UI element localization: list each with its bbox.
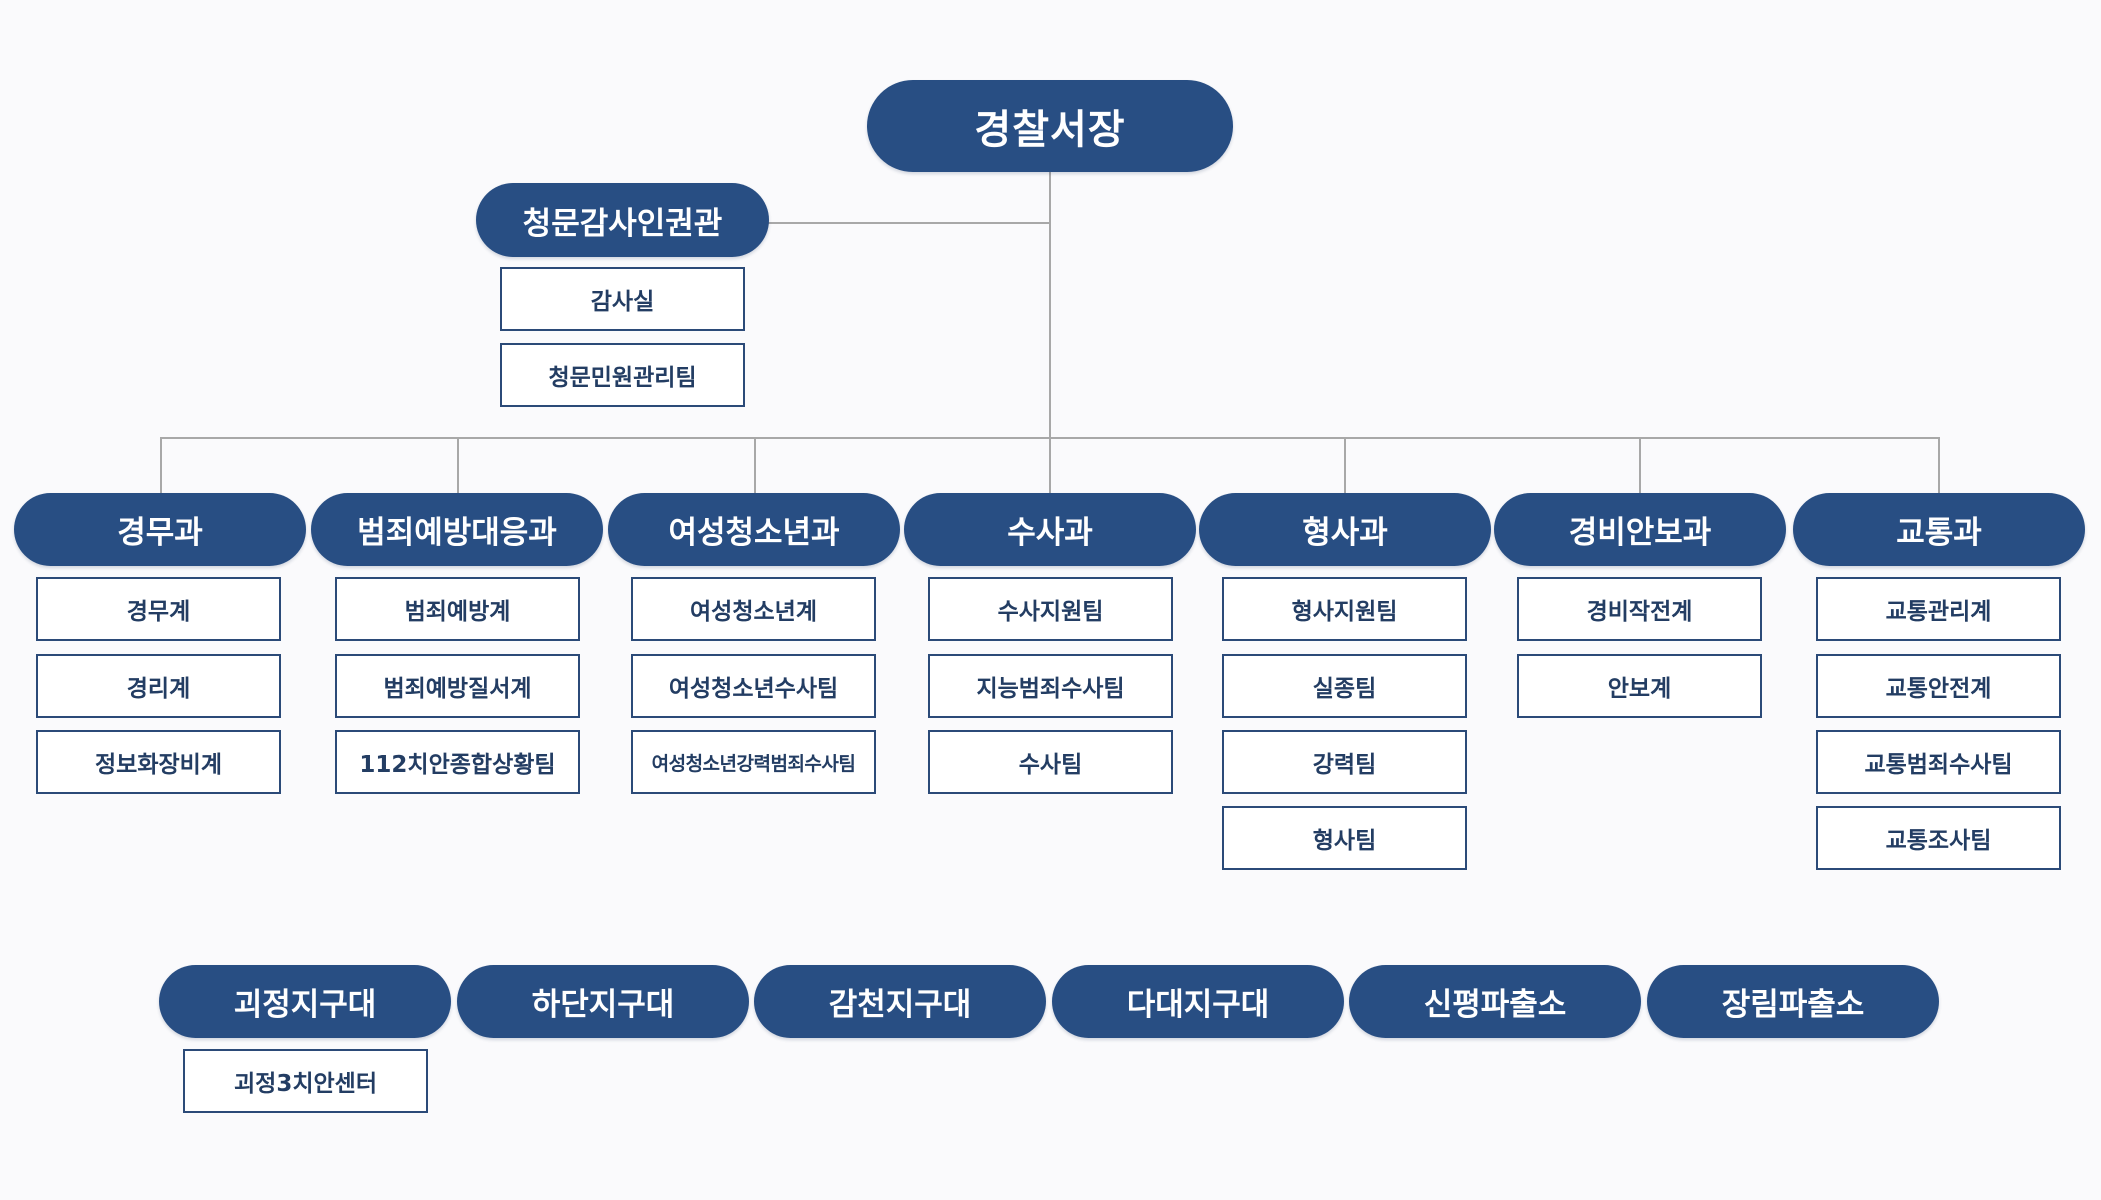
department-unit-box: 수사지원팀 — [928, 577, 1173, 641]
department-unit-box: 여성청소년수사팀 — [631, 654, 876, 718]
connector-dept-drop — [160, 437, 162, 493]
department-unit-box: 교통범죄수사팀 — [1816, 730, 2061, 794]
connector-dept-drop — [754, 437, 756, 493]
substation-node: 감천지구대 — [754, 965, 1046, 1038]
department-unit-box: 경비작전계 — [1517, 577, 1762, 641]
department-unit-box: 범죄예방질서계 — [335, 654, 580, 718]
connector-audit-branch — [768, 222, 1051, 224]
department-unit-box: 교통관리계 — [1816, 577, 2061, 641]
department-unit-box: 지능범죄수사팀 — [928, 654, 1173, 718]
connector-dept-drop — [1344, 437, 1346, 493]
department-unit-box: 여성청소년계 — [631, 577, 876, 641]
substation-node: 다대지구대 — [1052, 965, 1344, 1038]
department-unit-box: 여성청소년강력범죄수사팀 — [631, 730, 876, 794]
connector-chief-trunk — [1049, 170, 1051, 438]
department-unit-box: 강력팀 — [1222, 730, 1467, 794]
substation-unit-box: 괴정3치안센터 — [183, 1049, 428, 1113]
department-node: 형사과 — [1199, 493, 1491, 566]
substation-node: 하단지구대 — [457, 965, 749, 1038]
department-unit-box: 형사팀 — [1222, 806, 1467, 870]
department-node: 여성청소년과 — [608, 493, 900, 566]
department-unit-box: 범죄예방계 — [335, 577, 580, 641]
substation-node: 신평파출소 — [1349, 965, 1641, 1038]
connector-dept-drop — [457, 437, 459, 493]
chief-node: 경찰서장 — [867, 80, 1233, 172]
substation-node: 장림파출소 — [1647, 965, 1939, 1038]
department-unit-box: 정보화장비계 — [36, 730, 281, 794]
department-node: 수사과 — [904, 493, 1196, 566]
department-unit-box: 안보계 — [1517, 654, 1762, 718]
department-node: 경비안보과 — [1494, 493, 1786, 566]
department-unit-box: 실종팀 — [1222, 654, 1467, 718]
audit-unit-box: 청문민원관리팀 — [500, 343, 745, 407]
audit-officer-node: 청문감사인권관 — [476, 183, 769, 257]
department-node: 경무과 — [14, 493, 306, 566]
audit-unit-box: 감사실 — [500, 267, 745, 331]
department-unit-box: 형사지원팀 — [1222, 577, 1467, 641]
department-unit-box: 경리계 — [36, 654, 281, 718]
connector-dept-drop — [1639, 437, 1641, 493]
department-node: 범죄예방대응과 — [311, 493, 603, 566]
department-unit-box: 수사팀 — [928, 730, 1173, 794]
department-unit-box: 교통안전계 — [1816, 654, 2061, 718]
department-node: 교통과 — [1793, 493, 2085, 566]
department-unit-box: 경무계 — [36, 577, 281, 641]
connector-dept-drop — [1049, 437, 1051, 493]
department-unit-box: 교통조사팀 — [1816, 806, 2061, 870]
department-unit-box: 112치안종합상황팀 — [335, 730, 580, 794]
connector-dept-drop — [1938, 437, 1940, 493]
substation-node: 괴정지구대 — [159, 965, 451, 1038]
